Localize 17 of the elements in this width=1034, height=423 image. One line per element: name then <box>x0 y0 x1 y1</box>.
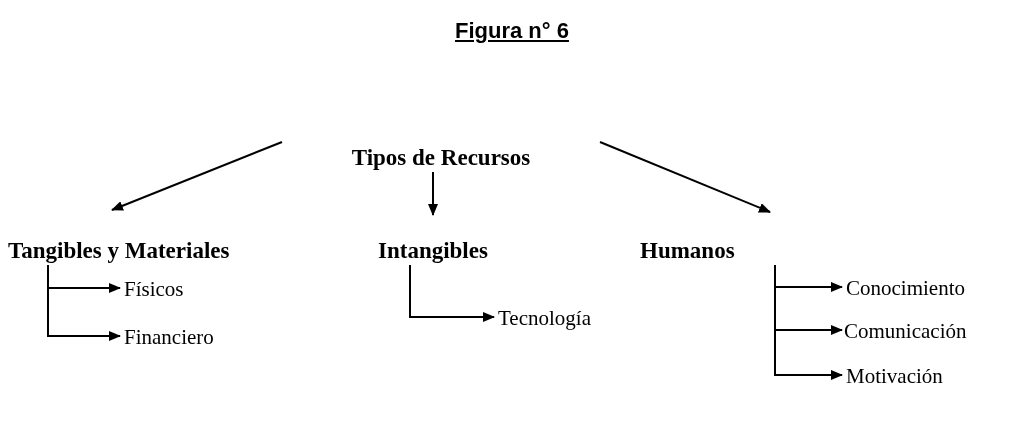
arrow <box>428 171 438 216</box>
item-label: Financiero <box>124 324 214 351</box>
category-heading: Intangibles <box>378 237 488 265</box>
item-label: Físicos <box>124 276 184 303</box>
category-heading: Humanos <box>640 237 735 265</box>
arrow <box>409 264 495 322</box>
item-label: Comunicación <box>844 318 967 345</box>
arrow <box>47 264 121 341</box>
item-label: Tecnología <box>498 305 591 332</box>
item-label: Motivación <box>846 363 943 390</box>
category-heading: Tangibles y Materiales <box>8 237 230 265</box>
arrow <box>774 264 843 380</box>
arrow <box>111 141 283 211</box>
arrow <box>599 141 771 213</box>
item-label: Conocimiento <box>846 275 965 302</box>
category-heading: Tipos de Recursos <box>351 144 531 172</box>
figure-title: Figura n° 6 <box>454 18 570 44</box>
